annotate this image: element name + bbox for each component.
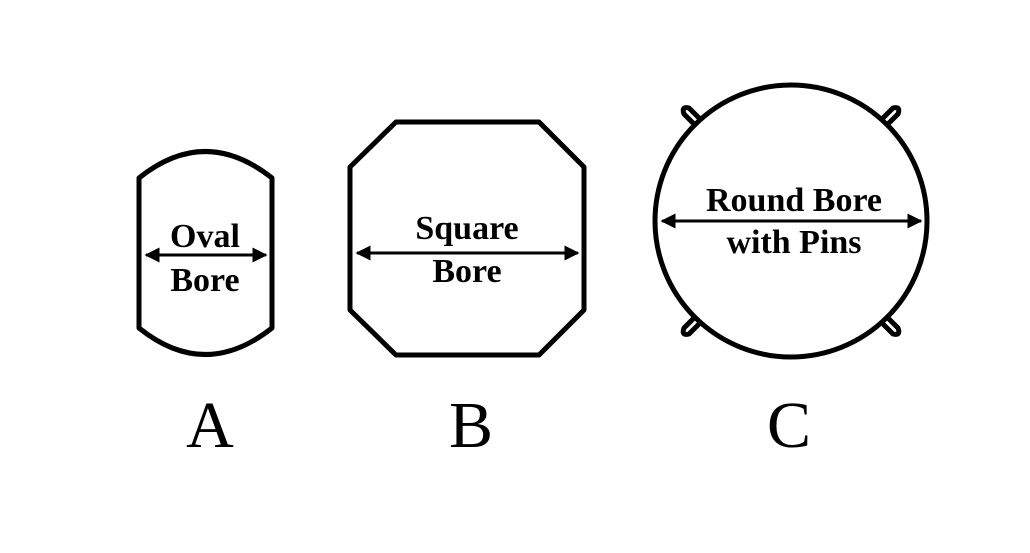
square-bore-label-line-2: Bore [432, 253, 501, 290]
oval-bore-label-line-2: Bore [170, 262, 239, 299]
pin-top-right [880, 105, 902, 127]
round-bore-label-line-2: with Pins [726, 224, 861, 261]
figure-letter-b: B [449, 389, 493, 462]
oval-bore-figure: Oval Bore A [136, 149, 275, 462]
pin-bottom-right [880, 315, 902, 337]
square-bore-label-line-1: Square [415, 210, 518, 247]
pin-bottom-left [680, 315, 702, 337]
oval-bore-label-line-1: Oval [170, 218, 240, 255]
oval-bore-outline [136, 149, 275, 357]
round-bore-figure: Round Bore with Pins C [652, 82, 930, 462]
figure-letter-a: A [186, 389, 234, 462]
square-bore-outline [347, 119, 587, 358]
round-bore-label-line-1: Round Bore [706, 182, 882, 219]
square-bore-figure: Square Bore B [347, 119, 587, 462]
round-bore-outline [652, 82, 930, 360]
bore-pins [680, 105, 902, 337]
figure-letter-c: C [767, 389, 811, 462]
pin-top-left [680, 105, 702, 127]
